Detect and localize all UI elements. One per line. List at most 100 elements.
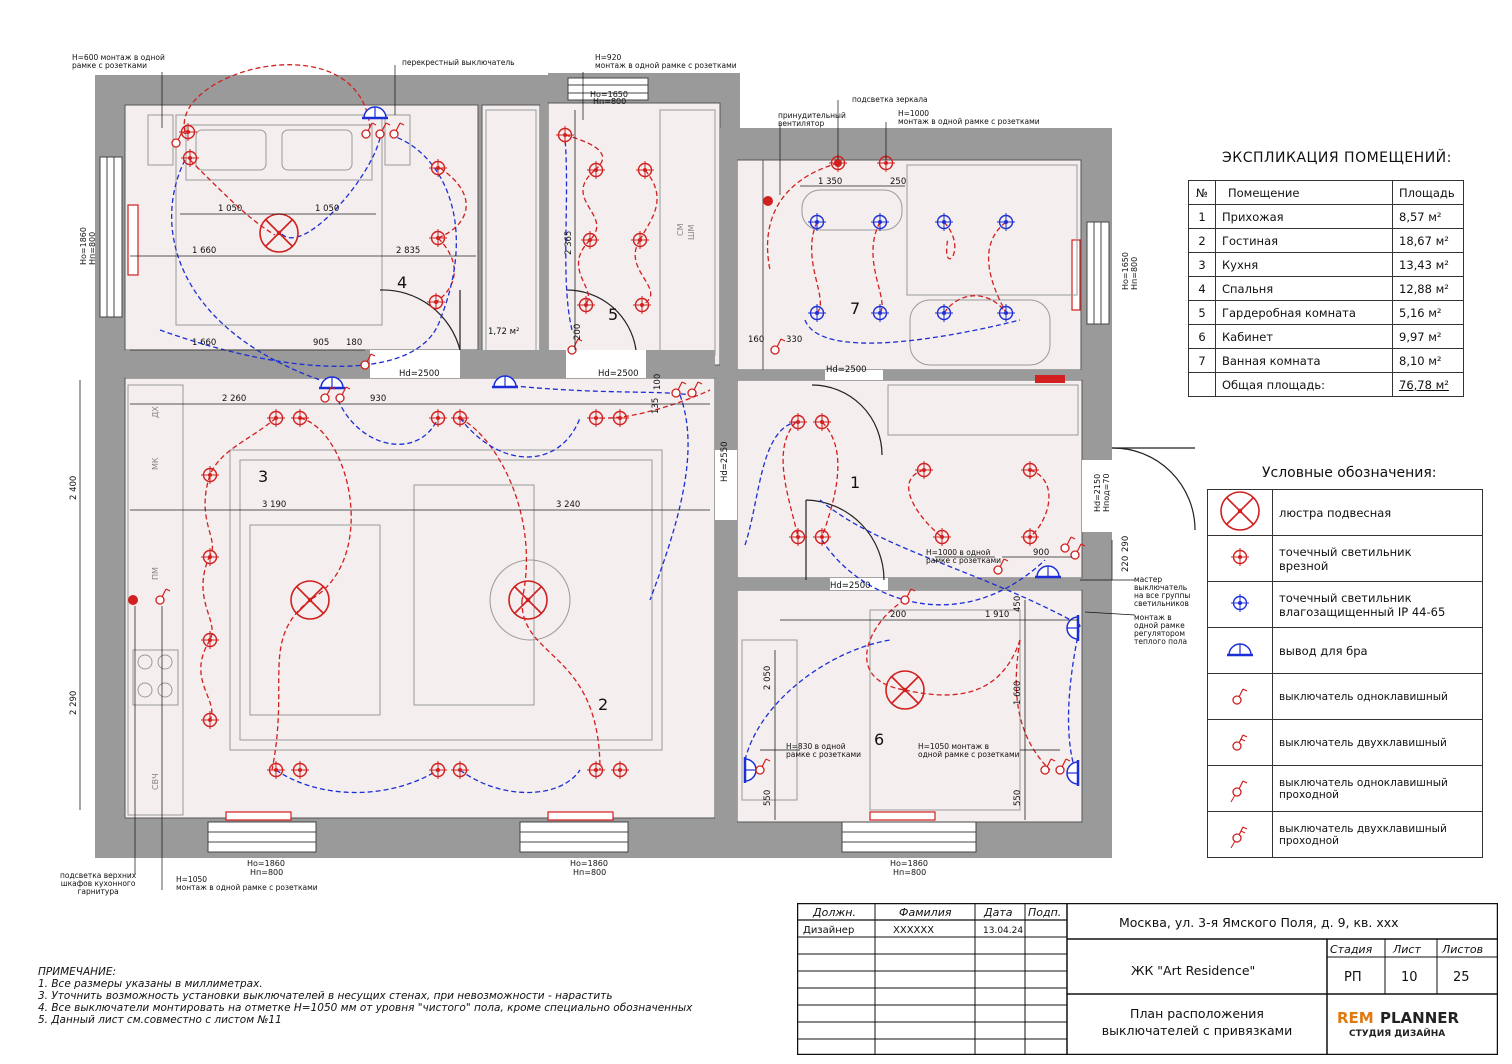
title-block: Должн. Фамилия Дата Подп. Дизайнер XXXXX… xyxy=(797,903,1498,1055)
svg-text:Hо=1650Hп=800: Hо=1650Hп=800 xyxy=(1121,252,1139,290)
room-number-6: 6 xyxy=(874,730,884,749)
room-number-2: 2 xyxy=(598,695,608,714)
svg-text:Hп=800: Hп=800 xyxy=(250,868,283,877)
stamp-sheets: 25 xyxy=(1453,970,1470,985)
svg-text:ПМ: ПМ xyxy=(151,567,160,580)
walls xyxy=(95,73,1112,858)
double-pass-switch-icon xyxy=(1230,826,1248,849)
doors xyxy=(379,289,1196,581)
svg-text:905: 905 xyxy=(313,338,329,348)
note-cross-switch: перекрестный выключатель xyxy=(402,58,515,67)
svg-text:450: 450 xyxy=(1013,596,1023,612)
room-number-3: 3 xyxy=(258,467,268,486)
single-pass-switch-icon xyxy=(1230,780,1248,803)
svg-text:200: 200 xyxy=(890,610,906,620)
svg-text:Hd=2150Hпод=70: Hd=2150Hпод=70 xyxy=(1093,473,1111,512)
appliance-labels: ДХ МК ПМ СВЧ СМ ШМ xyxy=(151,223,696,790)
svg-text:290: 290 xyxy=(1121,536,1131,552)
stamp-role: Дизайнер xyxy=(803,925,854,936)
table-row-total: Общая площадь:76,78 м² xyxy=(1188,372,1464,397)
svg-text:550: 550 xyxy=(763,790,773,806)
stamp-complex: ЖК "Art Residence" xyxy=(1131,963,1255,978)
svg-text:СТУДИЯ ДИЗАЙНА: СТУДИЯ ДИЗАЙНА xyxy=(1349,1027,1445,1039)
svg-text:1,72 м²: 1,72 м² xyxy=(488,327,519,337)
dimension-lines xyxy=(79,110,1113,820)
svg-text:550: 550 xyxy=(1013,790,1023,806)
svg-text:2 365: 2 365 xyxy=(564,231,574,255)
stamp-address: Москва, ул. 3-я Ямского Поля, д. 9, кв. … xyxy=(1119,915,1399,930)
legend-title: Условные обозначения: xyxy=(1262,465,1437,481)
note-leaders xyxy=(134,65,1136,890)
stamp-sheet: 10 xyxy=(1401,970,1418,985)
general-notes: ПРИМЕЧАНИЕ: 1. Все размеры указаны в мил… xyxy=(38,966,692,1026)
note-master: мастер выключатель на все группы светиль… xyxy=(1134,575,1191,608)
svg-text:Hп=800: Hп=800 xyxy=(573,868,606,877)
note-floor-heating: монтаж в одной рамке регулятором теплого… xyxy=(1134,613,1188,646)
notes-title: ПРИМЕЧАНИЕ: xyxy=(38,966,117,978)
svg-text:Hп=800: Hп=800 xyxy=(893,868,926,877)
sconce-outlet-icon xyxy=(1225,642,1255,657)
explication-header: № Помещение Площадь xyxy=(1188,180,1464,205)
note-kitchen: подсветка верхних шкафов кухонного гарни… xyxy=(60,871,137,896)
explication-title: ЭКСПЛИКАЦИЯ ПОМЕЩЕНИЙ: xyxy=(1222,150,1452,166)
svg-text:2 400: 2 400 xyxy=(69,476,79,500)
svg-text:Hо=1860: Hо=1860 xyxy=(890,859,928,868)
stamp-sheets-header: Листов xyxy=(1441,943,1483,956)
note-h920: H=920 монтаж в одной рамке с розетками xyxy=(595,53,737,70)
svg-text:160: 160 xyxy=(748,335,764,345)
svg-text:СВЧ: СВЧ xyxy=(151,773,160,790)
fan-outlet xyxy=(763,196,773,206)
mirror-light-outlet xyxy=(834,159,842,167)
window-height-labels: Hо=1860Hп=800 Hо=1860Hп=800 Hо=1860Hп=80… xyxy=(79,90,1139,877)
svg-text:Hd=2500: Hd=2500 xyxy=(399,369,440,379)
double-switch-icon xyxy=(1232,734,1248,751)
pendant-chandelier-icon xyxy=(1220,491,1260,531)
furniture xyxy=(127,109,1079,816)
svg-text:250: 250 xyxy=(890,177,906,187)
svg-text:Hо=1860: Hо=1860 xyxy=(247,859,285,868)
note-h1000b: H=1000 в одной рамке с розетками xyxy=(926,548,1002,565)
svg-text:REM: REM xyxy=(1337,1009,1374,1027)
room-number-7: 7 xyxy=(850,299,860,318)
svg-text:2 260: 2 260 xyxy=(222,394,246,404)
svg-text:Hо=1860Hп=800: Hо=1860Hп=800 xyxy=(79,227,97,265)
note-fan: принудительный вентилятор xyxy=(778,111,846,128)
svg-text:Hd=2500: Hd=2500 xyxy=(598,369,639,379)
stamp-stage-header: Стадия xyxy=(1330,943,1373,956)
svg-text:1 350: 1 350 xyxy=(818,177,842,187)
svg-text:Hо=1650: Hо=1650 xyxy=(590,90,628,99)
room-numbers: 1 2 3 4 5 6 7 xyxy=(258,273,884,749)
svg-text:100: 100 xyxy=(653,374,663,390)
room-number-5: 5 xyxy=(608,305,618,324)
stamp-date: 13.04.24 xyxy=(983,926,1023,936)
svg-text:180: 180 xyxy=(346,338,362,348)
svg-text:ШМ: ШМ xyxy=(687,224,696,240)
svg-text:330: 330 xyxy=(786,335,802,345)
note-h1050c: H=1050 монтаж в одной рамке с розетками xyxy=(176,875,318,892)
note-h830: H=830 в одной рамке с розетками xyxy=(786,742,862,759)
stamp-surname-header: Фамилия xyxy=(899,906,952,919)
svg-text:1 660: 1 660 xyxy=(192,246,216,256)
note-h1000a: H=1000 монтаж в одной рамке с розетками xyxy=(898,109,1040,126)
note-line: 4. Все выключатели монтировать на отметк… xyxy=(38,1002,693,1014)
recessed-spotlight-icon xyxy=(1230,547,1250,567)
windows xyxy=(99,77,1110,853)
svg-text:Hо=1860: Hо=1860 xyxy=(570,859,608,868)
note-h1050b: H=1050 монтаж в одной рамке с розетками xyxy=(918,742,1020,759)
svg-text:МК: МК xyxy=(151,457,160,470)
svg-text:ДХ: ДХ xyxy=(151,406,160,418)
note-h600: H=600 монтаж в одной рамке с розетками xyxy=(72,53,165,70)
svg-text:Hп=800: Hп=800 xyxy=(593,97,626,106)
note-line: 1. Все размеры указаны в миллиметрах. xyxy=(38,978,263,990)
svg-text:1 050: 1 050 xyxy=(218,204,242,214)
stamp-sign-header: Подп. xyxy=(1028,906,1061,919)
note-mirror: подсветка зеркала xyxy=(852,95,928,104)
stamp-surname: XXXXXX xyxy=(893,925,934,936)
